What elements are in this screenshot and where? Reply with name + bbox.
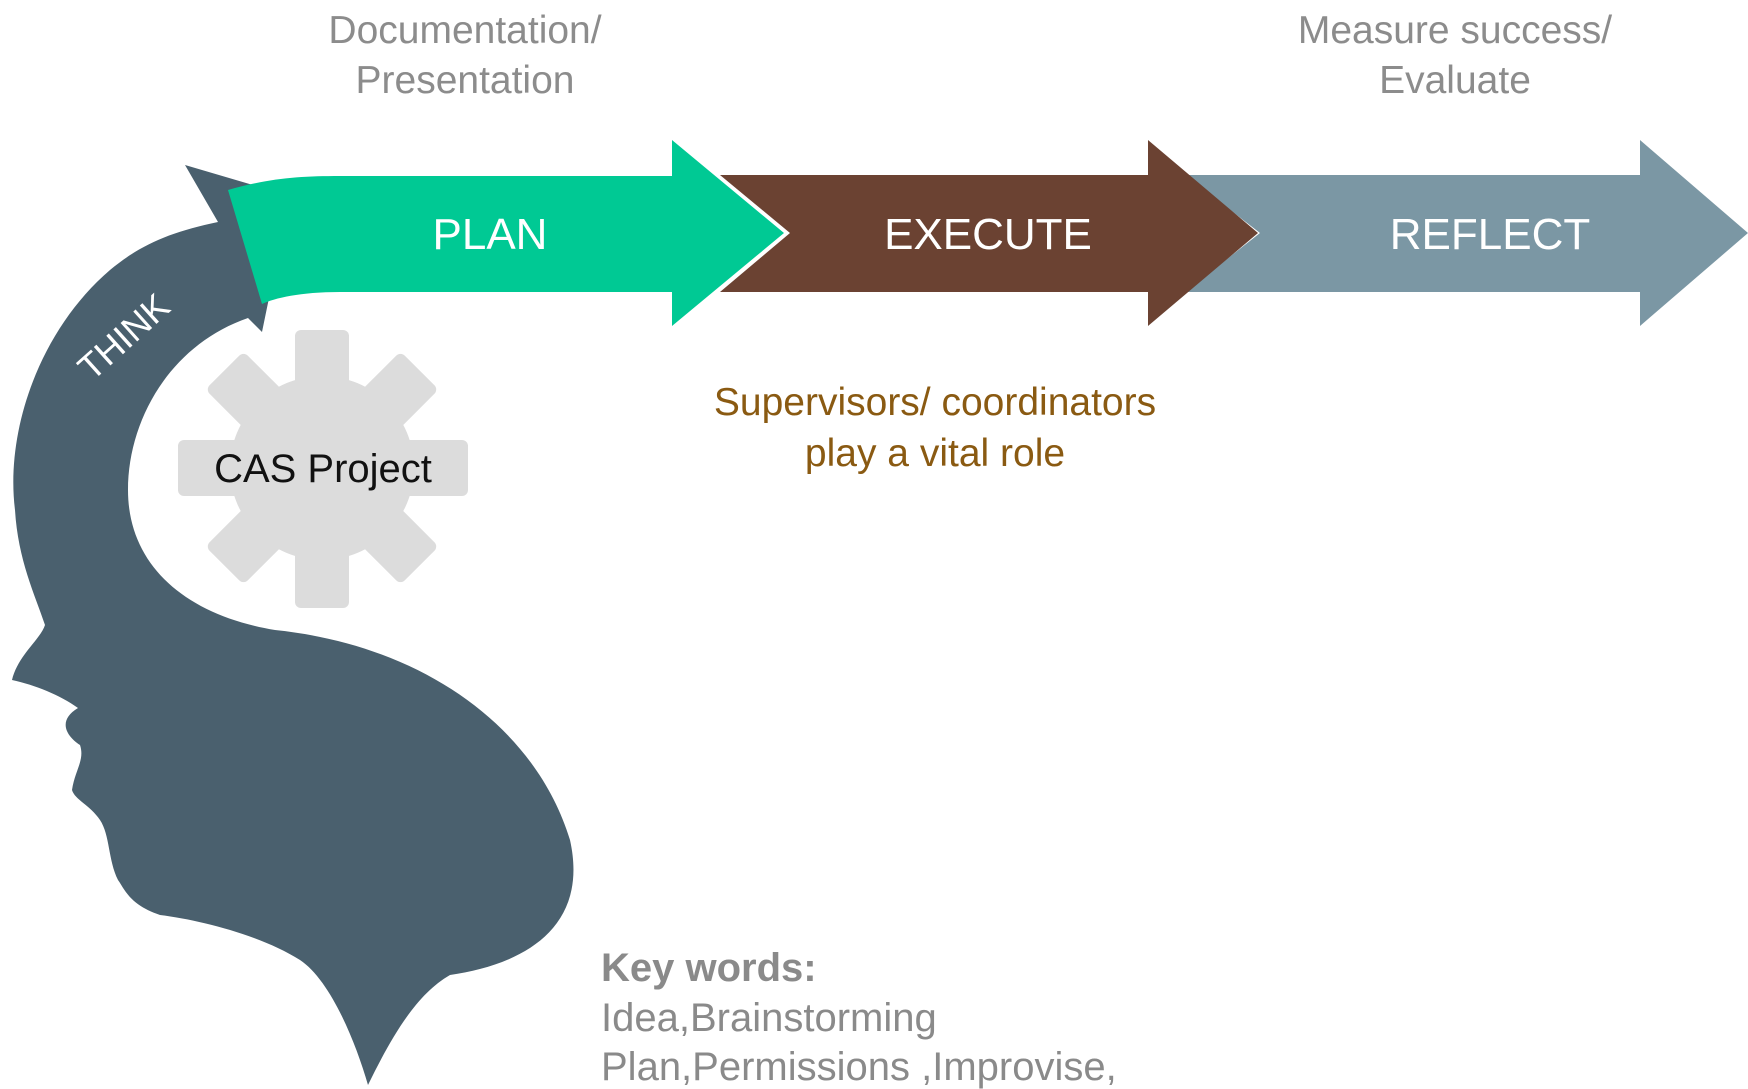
gear-tooth-top-left — [207, 353, 284, 430]
gear-tooth-top — [295, 330, 349, 390]
keywords-line-1: Idea,Brainstorming — [601, 996, 937, 1040]
measure-label-line-1: Measure success/ — [1298, 9, 1612, 52]
documentation-label-line-1: Documentation/ — [328, 9, 601, 52]
plan-label: PLAN — [433, 210, 548, 259]
gear-label-band — [178, 440, 468, 496]
documentation-label-line-2: Presentation — [356, 59, 575, 102]
gear-tooth-top-right — [360, 353, 437, 430]
cas-project-label: CAS Project — [214, 447, 432, 491]
execute-arrow — [720, 140, 1258, 326]
gear-tooth-bottom-left — [207, 506, 284, 583]
gear-tooth-bottom — [295, 548, 349, 608]
gear-icon — [178, 330, 468, 608]
gear-tooth-bottom-right — [360, 506, 437, 583]
supervisors-note-line-2: play a vital role — [805, 432, 1065, 475]
head-silhouette-icon — [12, 165, 574, 1085]
plan-arrow — [228, 140, 784, 326]
keywords-heading: Key words: — [601, 946, 817, 990]
keywords-line-2: Plan,Permissions ,Improvise, — [601, 1045, 1117, 1089]
reflect-label: REFLECT — [1390, 210, 1590, 259]
execute-label: EXECUTE — [884, 210, 1092, 259]
supervisors-note-line-1: Supervisors/ coordinators — [714, 381, 1156, 424]
measure-label-line-2: Evaluate — [1379, 59, 1531, 102]
reflect-arrow — [1185, 140, 1748, 326]
